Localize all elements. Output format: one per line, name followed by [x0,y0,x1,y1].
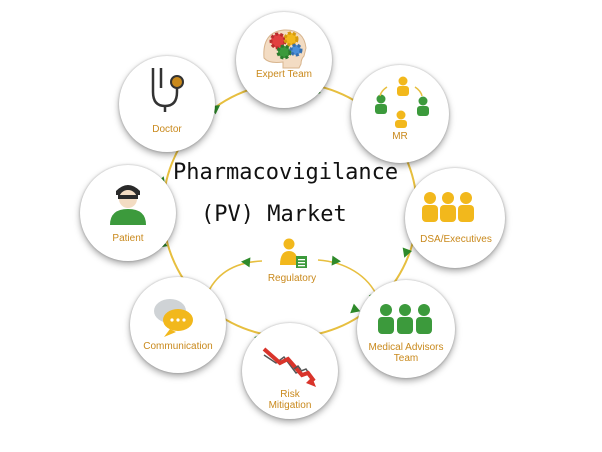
advisors-group-icon [378,304,432,334]
node-label: MR [392,131,408,142]
risk-chart-icon [262,347,316,387]
node-label: Expert Team [256,69,312,80]
ring-arrow [350,303,361,314]
executives-group-icon [422,192,474,222]
regulatory-arrow-right [331,255,341,266]
node-mr: MR [351,65,449,163]
node-label: Communication [143,341,213,352]
regulatory-person-icon [280,238,307,268]
node-expert-team: Expert Team [236,12,332,108]
people-cycle-icon [375,76,429,128]
stethoscope-icon [151,68,184,112]
node-patient: Patient [80,165,176,261]
diagram-title-line1: Pharmacovigilance [173,160,399,185]
patient-icon [110,185,146,225]
node-label: Patient [112,233,144,244]
node-medical-advisors-team: Medical Advisors Team [357,280,455,378]
regulatory-arrow-left [241,257,251,268]
node-doctor: Doctor [119,56,215,152]
regulatory-label: Regulatory [267,273,317,284]
node-risk-mitigation: Risk Mitigation [242,323,338,419]
node-label: DSA/Executives [420,234,492,245]
diagram-title-line2: (PV) Market [201,202,347,227]
gears-head-icon [263,29,307,69]
node-label-line2: Mitigation [268,400,312,411]
node-dsa-executives: DSA/Executives [405,168,505,268]
ring-arrow [402,247,413,258]
node-communication: Communication [130,277,226,373]
node-label-line2: Team [393,353,419,364]
node-label: Doctor [152,124,182,135]
speech-bubble-icon [154,299,193,337]
node-label: Medical Advisors [368,342,444,353]
node-label: Risk [280,389,300,400]
